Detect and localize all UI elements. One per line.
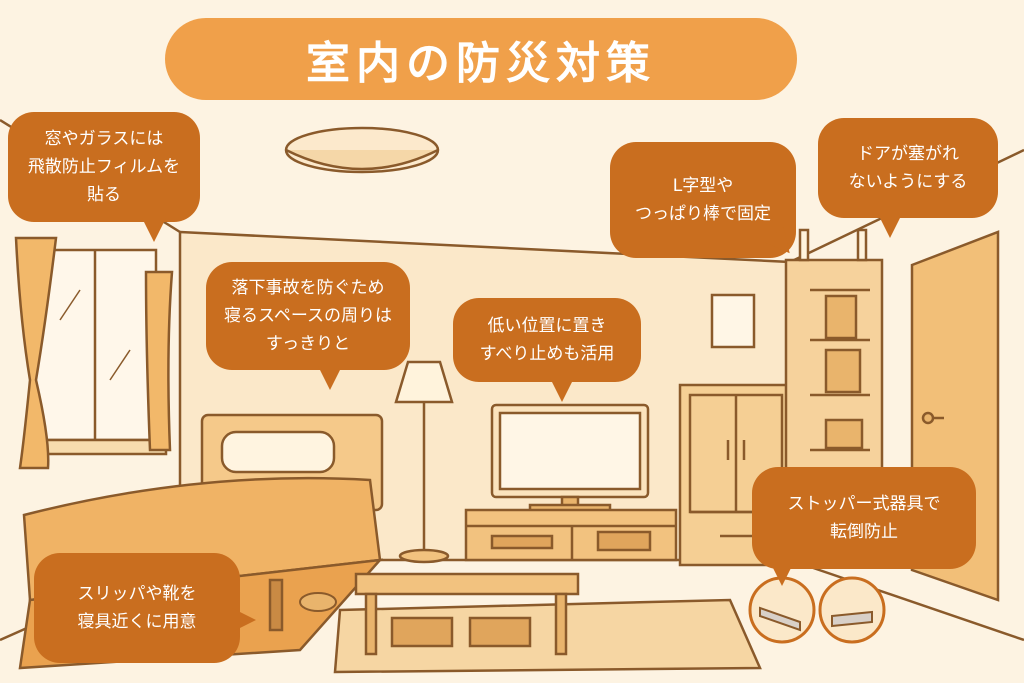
- callout-door-clear-tail: [878, 214, 902, 238]
- callout-window-film-tail: [142, 218, 166, 242]
- callout-bed-space-tail: [318, 366, 342, 390]
- coffee-table: [333, 572, 762, 674]
- callout-slippers: スリッパや靴を 寝具近くに用意: [34, 553, 240, 663]
- page-title: 室内の防災対策: [165, 18, 797, 100]
- window: [14, 236, 174, 470]
- tv-set: [464, 403, 678, 562]
- stopper-detail: [748, 576, 886, 644]
- callout-stopper-tail: [770, 562, 794, 586]
- callout-shelf-fix: L字型や つっぱり棒で固定: [610, 142, 796, 258]
- floor-lamp: [394, 360, 454, 564]
- callout-tv-placement: 低い位置に置き すべり止めも活用: [453, 298, 641, 382]
- callout-tv-placement-tail: [550, 378, 574, 402]
- ceiling-light: [284, 126, 440, 174]
- wall-picture: [710, 293, 756, 349]
- callout-bed-space: 落下事故を防ぐため 寝るスペースの周りは すっきりと: [206, 262, 410, 370]
- callout-stopper: ストッパー式器具で 転倒防止: [752, 467, 976, 569]
- callout-door-clear: ドアが塞がれ ないようにする: [818, 118, 998, 218]
- callout-window-film: 窓やガラスには 飛散防止フィルムを 貼る: [8, 112, 200, 222]
- slippers: [299, 592, 337, 612]
- callout-slippers-tail: [232, 608, 256, 632]
